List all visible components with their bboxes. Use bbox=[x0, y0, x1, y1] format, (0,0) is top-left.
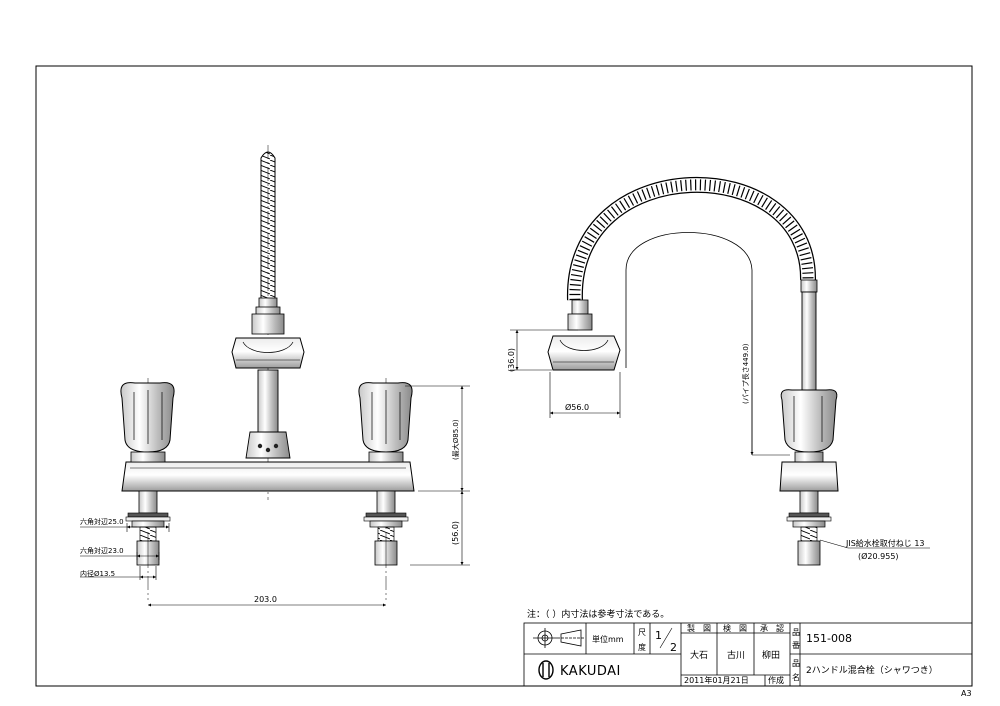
right-shank bbox=[363, 490, 409, 566]
product-name: 2ハンドル混合栓（シャワつき） bbox=[806, 664, 938, 676]
projection-symbol-icon bbox=[533, 628, 584, 648]
header-approved: 承 認 bbox=[760, 623, 784, 633]
hex-25-label: 六角対辺25.0 bbox=[80, 517, 124, 526]
product-number-label-1: 品 bbox=[792, 628, 800, 637]
side-handle bbox=[780, 389, 838, 453]
product-number-label-2: 番 bbox=[792, 640, 800, 650]
product-name-label-2: 名 bbox=[792, 672, 800, 682]
scale-denominator: 2 bbox=[670, 641, 677, 654]
center-distance-label: 203.0 bbox=[254, 595, 277, 604]
pipe-length-label: (パイプ長さ449.0) bbox=[742, 343, 750, 404]
faucet-body bbox=[121, 461, 415, 492]
front-view: 六角対辺25.0 六角対辺23.0 内径Ø13.5 203.0 (最大Ø85.0… bbox=[80, 145, 470, 607]
mount-height-label: (56.0) bbox=[451, 521, 460, 545]
title-block bbox=[523, 622, 973, 687]
creation-date-suffix: 作成 bbox=[768, 675, 784, 685]
brand-name: KAKUDAI bbox=[560, 664, 621, 679]
name-drawn: 大石 bbox=[690, 649, 708, 661]
scale-label-2: 度 bbox=[638, 642, 646, 652]
header-checked: 検 図 bbox=[723, 623, 747, 633]
head-height-label: (36.0) bbox=[507, 348, 516, 372]
cold-handle bbox=[358, 382, 413, 463]
drawing-frame bbox=[35, 65, 973, 687]
diverter-head bbox=[231, 337, 305, 369]
shower-head bbox=[547, 299, 621, 371]
product-number: 151-008 bbox=[806, 632, 852, 645]
kakudai-logo-icon bbox=[538, 660, 554, 680]
hot-handle bbox=[120, 382, 175, 463]
hex-23-label: 六角対辺23.0 bbox=[80, 546, 124, 555]
side-view: (36.0) Ø56.0 (パイプ長さ449.0) JIS給水栓取付ねじ 13 … bbox=[507, 176, 930, 566]
jis-thread-dia-label: (Ø20.955) bbox=[858, 551, 899, 561]
reference-note: 注：（ ）内寸法は参考寸法である。 bbox=[527, 608, 669, 620]
name-checked: 古川 bbox=[727, 649, 745, 661]
header-drawn: 製 図 bbox=[687, 623, 711, 633]
sheet-size: A3 bbox=[961, 689, 972, 698]
jis-thread-label: JIS給水栓取付ねじ 13 bbox=[845, 538, 925, 548]
scale-numerator: 1 bbox=[655, 629, 662, 642]
name-approved: 柳田 bbox=[762, 649, 780, 661]
unit-label: 単位mm bbox=[592, 634, 624, 644]
creation-date: 2011年01月21日 bbox=[684, 675, 749, 685]
left-shank bbox=[125, 490, 171, 566]
product-name-label-1: 品 bbox=[792, 659, 800, 668]
max-height-label: (最大Ø85.0) bbox=[451, 419, 460, 460]
shower-hose-arc bbox=[566, 176, 817, 301]
shower-hose bbox=[260, 151, 276, 301]
inner-diameter-label: 内径Ø13.5 bbox=[80, 569, 115, 578]
head-diameter-label: Ø56.0 bbox=[565, 402, 589, 412]
scale-label-1: 尺 bbox=[638, 628, 646, 637]
